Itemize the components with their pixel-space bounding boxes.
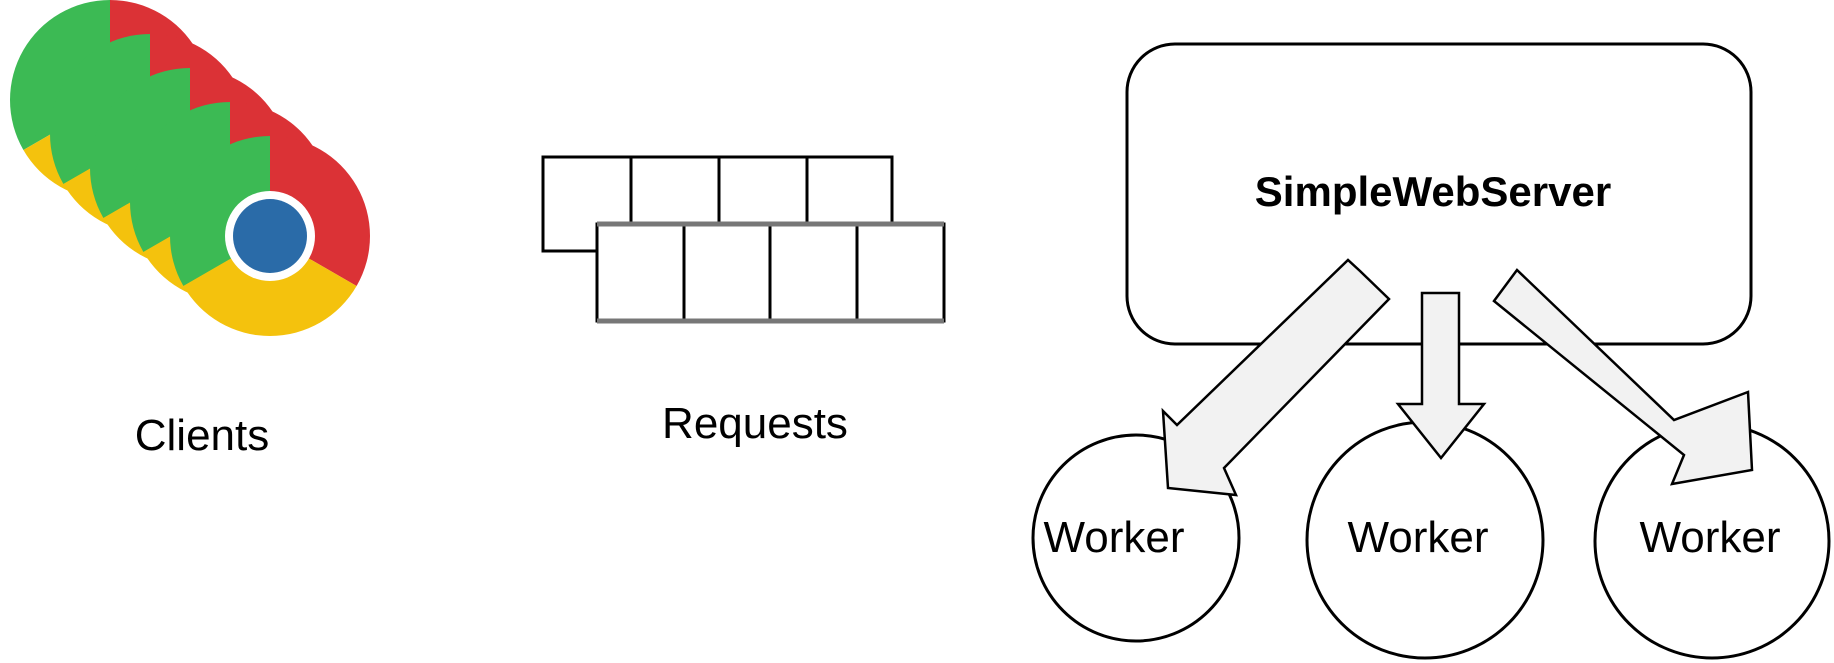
worker-label: Worker <box>1044 513 1185 562</box>
worker-label: Worker <box>1348 513 1489 562</box>
request-queue-front-row <box>595 221 946 324</box>
worker-node: Worker <box>1593 422 1831 660</box>
worker-label: Worker <box>1640 513 1781 562</box>
request-box <box>595 222 686 323</box>
worker-group: Worker Worker Worker <box>1031 420 1831 660</box>
browser-icon-center <box>233 199 307 273</box>
arrow-to-worker-middle <box>1395 291 1487 461</box>
browser-icon <box>170 136 370 336</box>
dispatch-arrows <box>1161 258 1754 497</box>
arrow-to-worker-left <box>1161 258 1391 497</box>
worker-node: Worker <box>1305 420 1545 660</box>
server-label: SimpleWebServer <box>1255 168 1611 215</box>
browser-icon-stack <box>9 0 370 336</box>
requests-label: Requests <box>662 399 848 448</box>
request-box <box>682 222 772 323</box>
server-group: SimpleWebServer <box>1125 42 1753 346</box>
request-box <box>855 222 946 323</box>
requests-group: Requests <box>541 155 946 448</box>
arrow-to-worker-right <box>1492 268 1754 486</box>
clients-label: Clients <box>135 411 270 460</box>
clients-group: Clients <box>9 0 370 460</box>
request-box <box>768 222 859 323</box>
